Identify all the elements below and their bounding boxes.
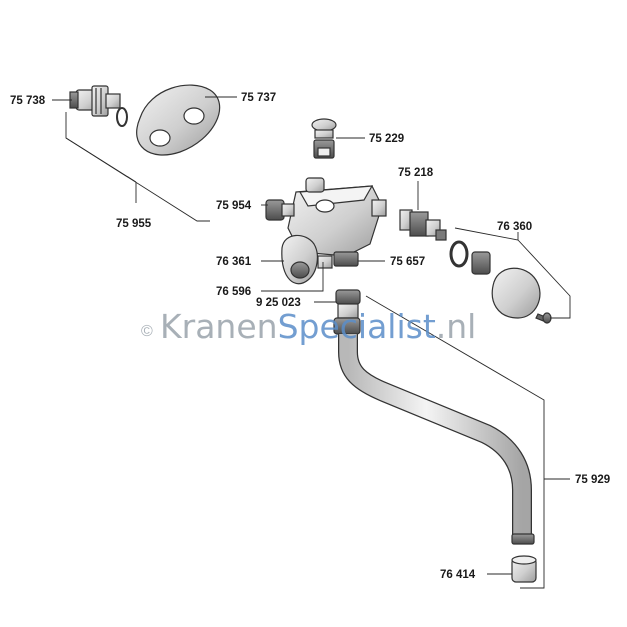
part-spout [338,334,535,545]
label-75929: 75 929 [575,474,610,486]
watermark-copyright: © [141,323,153,340]
part-side-nut [265,199,295,221]
label-76596: 76 596 [216,286,251,298]
part-diverter-button [311,118,337,159]
part-outlet-nut [317,251,359,269]
watermark: © KranenSpecialist.nl [141,307,476,346]
label-925023: 9 25 023 [256,297,301,309]
label-75229: 75 229 [369,133,404,145]
label-75955: 75 955 [116,218,152,230]
watermark-prefix: Kranen [160,307,278,346]
watermark-highlight: Specialist [278,307,436,346]
part-spout-seal [333,289,361,335]
label-75218: 75 218 [398,167,434,179]
label-75954: 75 954 [216,200,252,212]
part-left-handle [281,234,318,285]
part-mixer-body [287,177,387,257]
label-76361: 76 361 [216,256,252,268]
leader-lines [52,96,571,589]
part-threaded-connector [69,85,128,127]
part-handle-set [449,240,552,324]
label-76360: 76 360 [497,221,532,233]
watermark-text: KranenSpecialist.nl [160,307,476,346]
part-cover-rosette [136,84,221,156]
label-75737: 75 737 [241,92,276,104]
part-aerator [511,555,537,583]
label-75738: 75 738 [10,95,46,107]
label-75657: 75 657 [390,256,425,268]
watermark-suffix: .nl [436,307,477,346]
part-cartridge [399,209,447,241]
label-76414: 76 414 [440,569,476,581]
